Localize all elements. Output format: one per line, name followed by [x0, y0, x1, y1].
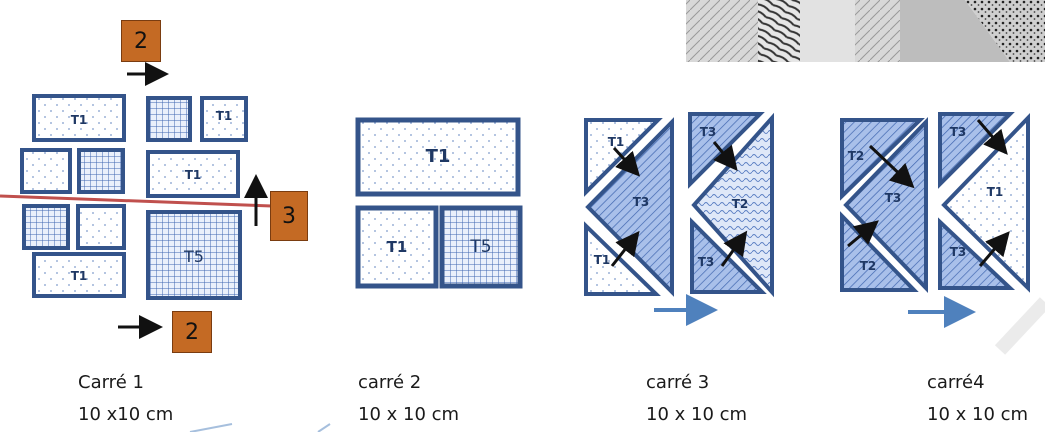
piece-label: T5 [469, 237, 491, 257]
caption-size: 10 x 10 cm [358, 404, 459, 425]
caption-size: 10 x 10 cm [646, 404, 747, 425]
carre-1: T1 T1 T1 T5 T1 [0, 74, 272, 327]
carre-3: T1 T3 T1 T3 T2 T3 [586, 114, 772, 310]
piece-grid [148, 98, 190, 140]
piece-label: T3 [950, 125, 967, 139]
carre-4: T2 T3 T2 T3 T1 T3 [842, 114, 1028, 312]
step-badge-right: 3 [270, 191, 308, 241]
caption-size: 10 x 10 cm [927, 404, 1028, 425]
piece-label: T1 [594, 253, 611, 267]
piece-label: T3 [698, 255, 715, 269]
piece-label: T3 [700, 125, 717, 139]
piece-label: T1 [608, 135, 625, 149]
caption-title: carré4 [927, 372, 985, 393]
piece-grid [79, 150, 123, 192]
step-badge-top: 2 [121, 20, 161, 62]
piece-label: T5 [183, 247, 204, 266]
caption-title: Carré 1 [78, 372, 144, 393]
piece-label: T1 [71, 113, 88, 127]
caption-title: carré 3 [646, 372, 709, 393]
piece-label: T1 [71, 269, 88, 283]
piece-label: T2 [860, 259, 877, 273]
piece-label: T3 [950, 245, 967, 259]
caption-size: 10 x10 cm [78, 404, 173, 425]
piece-label: T1 [987, 185, 1004, 199]
carre-2: T1 T1 T5 [358, 120, 520, 286]
piece-label: T1 [185, 168, 202, 182]
fabric-swatch-strip [686, 0, 1045, 62]
piece-dots [22, 150, 70, 192]
piece-label: T1 [387, 238, 408, 256]
piece-grid [24, 206, 68, 248]
piece-label: T1 [426, 146, 451, 167]
step-badge-bottom: 2 [172, 311, 212, 353]
piece-label: T3 [885, 191, 902, 205]
watermark-stroke [190, 302, 1045, 432]
piece-label: T3 [633, 195, 650, 209]
piece-label: T1 [216, 109, 233, 123]
piece-label: T2 [732, 197, 749, 211]
caption-title: carré 2 [358, 372, 421, 393]
piece-dots [78, 206, 124, 248]
piece-label: T2 [848, 149, 865, 163]
